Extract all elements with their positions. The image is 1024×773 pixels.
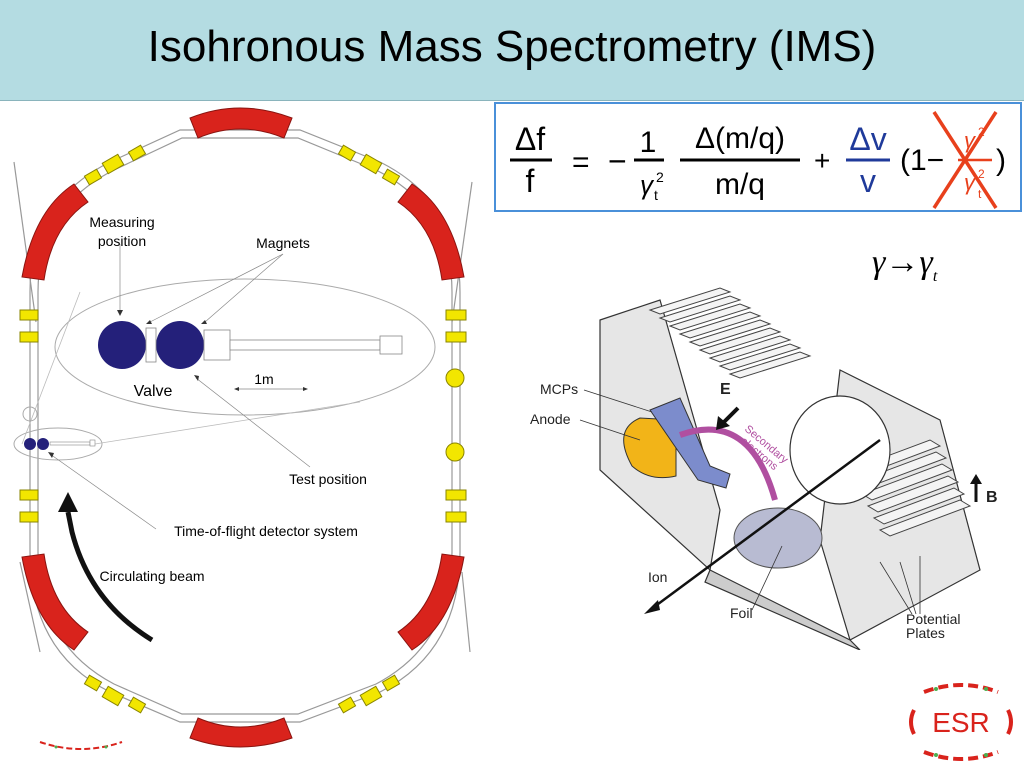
formula-term1-den: m/q [715,168,765,201]
label-foil: Foil [730,605,753,621]
footer-decoration [36,738,126,754]
formula-coef-num: 1 [640,126,657,159]
b-field-arrowhead [970,474,982,484]
label-measuring-line1: Measuring [89,214,154,230]
e-field-arrow [722,406,740,424]
cross-out-line-2 [932,111,998,209]
label-magnets: Magnets [256,235,310,251]
ion-arrowhead [644,600,660,614]
magnet-2 [156,321,204,369]
formula-cross-den-sup: 2 [978,167,985,181]
beam-arrowhead [58,492,78,512]
label-b-field: B [986,489,998,506]
formula-cross-den-sub: t [978,187,982,201]
formula-paren-open: (1− [900,144,944,177]
formula-coef-den-sub: t [654,187,658,203]
foil-window [789,395,891,505]
detector-svg: MCPs Anode E B Secondary electrons Ion F… [530,287,998,651]
formula-term1-num: Δ(m/q) [695,122,785,155]
formula-svg: Δf f = − 1 γ 2 t Δ(m/q) m/q + Δv v (1− γ… [510,111,1006,209]
formula-box: Δf f = − 1 γ 2 t Δ(m/q) m/q + Δv v (1− γ… [494,102,1022,212]
esr-logo: ESR [906,680,1016,762]
label-anode: Anode [530,411,571,427]
secondary-electrons-path [678,426,778,501]
formula-term2-den: v [860,163,876,199]
title-bar: Isohronous Mass Spectrometry (IMS) [0,0,1024,101]
formula-equals: = [572,146,590,179]
foil [733,507,823,569]
gamma-rhs: γ [919,244,933,281]
gamma-rhs-sub: t [932,267,938,285]
zoom-detail [13,244,436,530]
magnet-1 [98,321,146,369]
logo-text: ESR [932,707,990,738]
quadrupole-magnets [19,144,467,714]
storage-ring-diagram: Measuring position Magnets Valve 1m Test… [0,92,486,768]
label-mcps: MCPs [540,381,578,397]
label-circulating-beam: Circulating beam [99,568,204,584]
label-potential-1: Potential [906,611,960,627]
mcps [649,397,731,489]
label-test-position: Test position [289,471,367,487]
beam-arrow [65,511,154,643]
ion-beam [649,438,881,612]
formula-minus: − [608,143,627,179]
label-e-field: E [720,381,731,398]
label-valve: Valve [134,383,173,400]
formula-coef-den-gamma: γ [640,170,655,200]
formula-lhs-den: f [526,163,535,199]
label-scale: 1m [254,371,273,387]
label-ion: Ion [648,569,667,585]
formula-term2-num: Δv [849,121,886,157]
slide-title: Isohronous Mass Spectrometry (IMS) [147,22,877,71]
e-field-arrowhead [716,416,730,430]
formula-lhs-num: Δf [515,121,545,157]
label-measuring-line2: position [98,233,146,249]
dipole-magnets [21,107,465,748]
anode [623,417,677,479]
potential-plates [648,287,972,537]
gamma-relation: γ→γt [872,244,937,286]
arrow-icon: → [885,244,920,281]
tof-detector-schematic: MCPs Anode E B Secondary electrons Ion F… [520,270,1020,651]
formula-paren-close: ) [996,144,1006,177]
label-tof-system: Time-of-flight detector system [174,523,358,539]
storage-ring-svg: Measuring position Magnets Valve 1m Test… [13,107,473,748]
gamma-lhs: γ [872,244,886,281]
formula-plus: + [814,145,830,176]
formula-coef-den-sup: 2 [656,169,664,185]
label-potential-2: Plates [906,625,945,641]
